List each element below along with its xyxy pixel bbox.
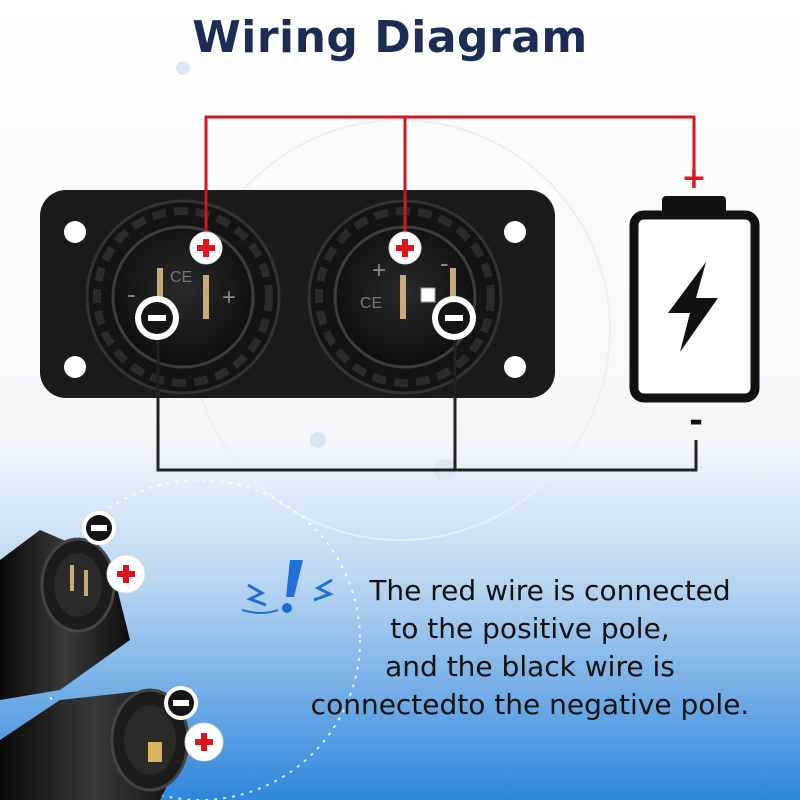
left-positive-badge [189,231,223,265]
left-ce-mark: CE [170,269,192,286]
instruction-line: to the positive pole, [390,612,670,645]
instruction-line: connectedto the negative pole. [310,688,750,721]
right-minus-mark: - [440,248,449,278]
socket-photo [0,479,361,800]
page-title: Wiring Diagram [192,12,588,63]
negative-black-wire [156,330,698,472]
instruction-line: The red wire is connected [369,574,731,607]
right-positive-badge [388,231,422,265]
wiring-instruction-text: The red wire is connected to the positiv… [300,572,760,724]
left-negative-badge [135,296,179,340]
battery-icon [629,196,760,403]
battery-positive-label: + [681,161,706,196]
positive-red-wire [204,115,696,235]
instruction-line: and the black wire is [385,650,675,683]
lightning-bolt-icon [668,262,718,352]
battery-negative-label: - [689,401,703,441]
background-dot [310,432,326,448]
left-socket: CE + - [85,199,281,395]
right-plus-mark: + [372,257,386,284]
background-dot [176,61,190,75]
left-minus-mark: - [127,279,136,309]
exclamation-alert-icon [241,560,334,614]
left-plus-mark: + [222,284,236,311]
right-negative-badge [432,296,476,340]
right-ce-mark: CE [360,295,382,312]
